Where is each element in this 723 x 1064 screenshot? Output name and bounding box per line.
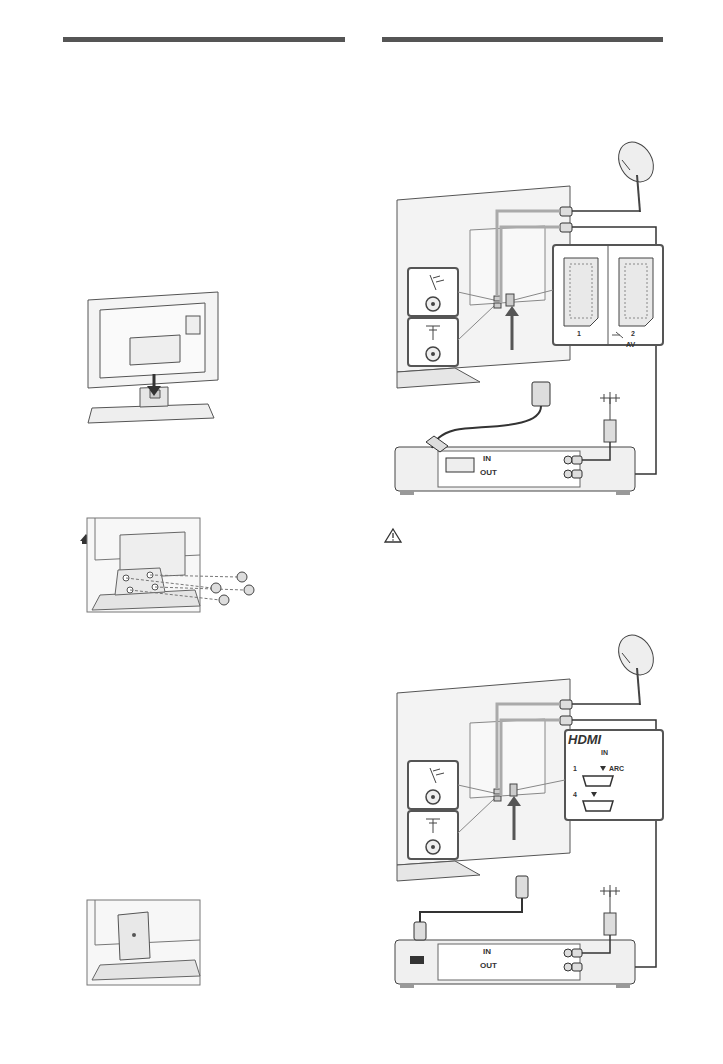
warning-symbol <box>385 529 401 542</box>
screw-closeup <box>87 518 254 612</box>
stand-cover-closeup <box>87 900 200 985</box>
port-label: IN <box>601 749 608 756</box>
port-label: OUT <box>480 469 497 477</box>
port-label: 1 <box>573 765 577 772</box>
port-label: ARC <box>609 765 624 772</box>
port-label: AV <box>626 341 635 348</box>
port-label: 1 <box>577 330 581 337</box>
heading-bar <box>63 37 345 42</box>
port-label: IN <box>483 948 491 956</box>
port-label: IN <box>483 455 491 463</box>
port-label: 2 <box>631 330 635 337</box>
tv-on-stand <box>88 292 218 423</box>
hdmi-connection <box>410 730 663 964</box>
down-arrow <box>147 374 161 396</box>
hdmi-logo: HDMI <box>568 733 601 746</box>
connection-common <box>395 136 660 495</box>
port-label: 4 <box>573 791 577 798</box>
heading-bar <box>382 37 663 42</box>
scart-connection <box>426 245 663 472</box>
port-label: OUT <box>480 962 497 970</box>
